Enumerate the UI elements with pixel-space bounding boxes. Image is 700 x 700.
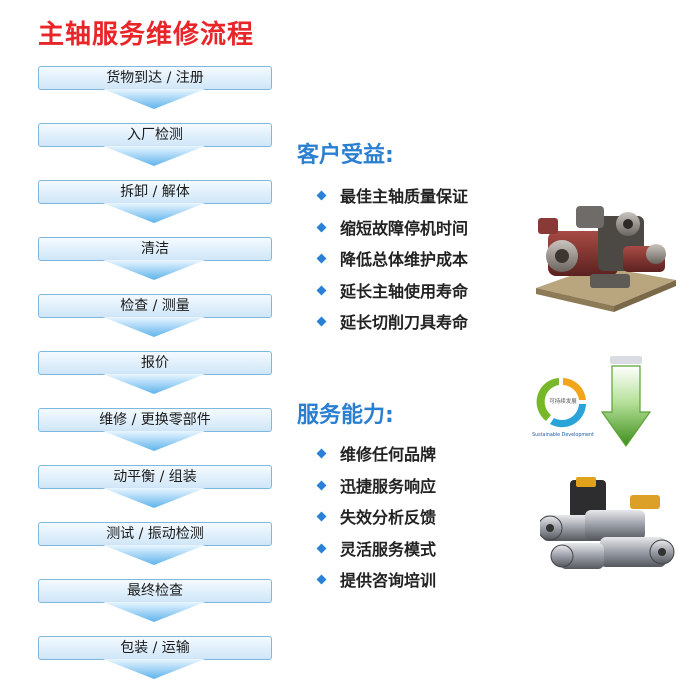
list-item: 灵活服务模式 [316, 538, 437, 570]
down-arrow-icon [103, 203, 205, 223]
flow-step: 动平衡 / 组装 [38, 465, 272, 522]
page-title: 主轴服务维修流程 [38, 20, 255, 50]
flow-step: 清洁 [38, 237, 272, 294]
flow-step: 测试 / 振动检测 [38, 522, 272, 579]
step-box: 动平衡 / 组装 [38, 465, 272, 489]
logo-bottom-text: Sustainable Development [532, 432, 594, 438]
list-item: 维修任何品牌 [316, 443, 437, 475]
flow-step: 入厂检测 [38, 123, 272, 180]
diamond-bullet-icon [316, 222, 327, 232]
list-item-label: 灵活服务模式 [340, 539, 437, 559]
diamond-bullet-icon [316, 480, 327, 490]
step-box: 拆卸 / 解体 [38, 180, 272, 204]
list-item-label: 缩短故障停机时间 [340, 218, 469, 238]
list-item: 最佳主轴质量保证 [316, 185, 469, 217]
capability-heading: 服务能力: [297, 403, 394, 428]
diamond-bullet-icon [316, 448, 327, 459]
flow-step: 最终检查 [38, 579, 272, 636]
diamond-bullet-icon [316, 190, 327, 201]
list-item-label: 提供咨询培训 [340, 571, 437, 590]
step-box: 报价 [38, 351, 272, 375]
list-item: 缩短故障停机时间 [316, 217, 469, 249]
diamond-bullet-icon [316, 253, 327, 264]
down-arrow-icon [103, 146, 205, 166]
flow-step: 维修 / 更换零部件 [38, 408, 272, 465]
down-arrow-icon [103, 260, 205, 280]
down-arrow-icon [103, 89, 205, 109]
diamond-bullet-icon [316, 543, 327, 553]
diamond-bullet-icon [316, 511, 327, 522]
list-item-label: 最佳主轴质量保证 [340, 187, 469, 206]
step-box: 入厂检测 [38, 123, 272, 147]
down-arrow-icon [103, 488, 205, 508]
flow-step: 报价 [38, 351, 272, 408]
list-item: 延长切削刀具寿命 [316, 311, 469, 343]
flow-step: 包装 / 运输 [38, 636, 272, 693]
step-box: 包装 / 运输 [38, 636, 272, 660]
flow-step: 货物到达 / 注册 [38, 66, 272, 123]
new-spindle-parts-image [540, 477, 675, 569]
list-item-label: 维修任何品牌 [340, 445, 437, 464]
list-item: 迅捷服务响应 [316, 475, 437, 507]
green-down-arrow-icon [600, 356, 652, 448]
list-item-label: 延长主轴使用寿命 [340, 281, 469, 301]
worn-spindle-parts-image [536, 206, 676, 312]
down-arrow-icon [103, 659, 205, 679]
process-flow: 货物到达 / 注册 入厂检测 拆卸 / 解体 清洁 检查 / 测量 报价 维修 … [38, 66, 272, 693]
list-item-label: 迅捷服务响应 [340, 476, 437, 496]
flow-step: 拆卸 / 解体 [38, 180, 272, 237]
step-box: 测试 / 振动检测 [38, 522, 272, 546]
benefits-list: 最佳主轴质量保证 缩短故障停机时间 降低总体维护成本 延长主轴使用寿命 延长切削… [316, 185, 469, 343]
list-item-label: 降低总体维护成本 [340, 250, 469, 269]
capability-list: 维修任何品牌 迅捷服务响应 失效分析反馈 灵活服务模式 提供咨询培训 [316, 443, 437, 601]
list-item: 失效分析反馈 [316, 506, 437, 538]
list-item: 延长主轴使用寿命 [316, 280, 469, 312]
step-box: 最终检查 [38, 579, 272, 603]
list-item-label: 延长切削刀具寿命 [340, 313, 469, 332]
step-box: 检查 / 测量 [38, 294, 272, 318]
logo-top-text: 可持续发展 [549, 397, 577, 405]
step-box: 维修 / 更换零部件 [38, 408, 272, 432]
benefits-heading: 客户受益: [297, 143, 394, 168]
list-item: 提供咨询培训 [316, 569, 437, 601]
step-box: 清洁 [38, 237, 272, 261]
down-arrow-icon [103, 602, 205, 622]
flow-step: 检查 / 测量 [38, 294, 272, 351]
down-arrow-icon [103, 545, 205, 565]
list-item-label: 失效分析反馈 [340, 508, 437, 527]
list-item: 降低总体维护成本 [316, 248, 469, 280]
down-arrow-icon [103, 317, 205, 337]
down-arrow-icon [103, 431, 205, 451]
step-box: 货物到达 / 注册 [38, 66, 272, 90]
sustainable-development-logo: 可持续发展 Sustainable Development [532, 378, 594, 438]
diamond-bullet-icon [316, 574, 327, 585]
diamond-bullet-icon [316, 285, 327, 295]
diamond-bullet-icon [316, 316, 327, 327]
down-arrow-icon [103, 374, 205, 394]
